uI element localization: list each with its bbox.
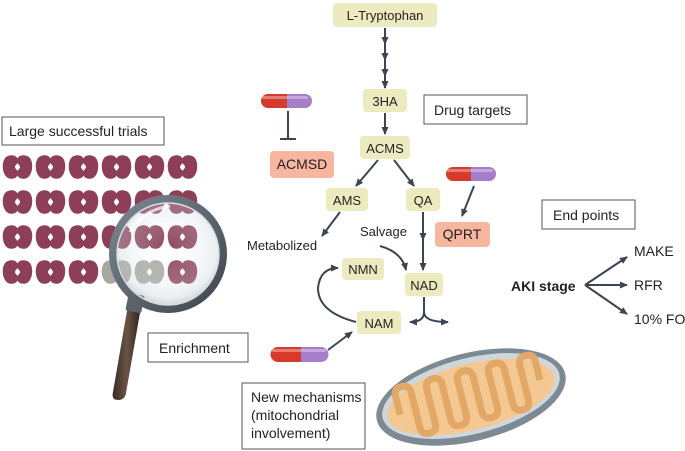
endpoint-make: MAKE: [634, 243, 674, 259]
qa-label: QA: [414, 193, 433, 208]
acms-label: ACMS: [366, 141, 404, 156]
kidney-icon: [35, 190, 66, 214]
kidney-icon: [68, 225, 99, 249]
kidney-icon: [35, 260, 66, 284]
pill-icon: [270, 347, 329, 362]
enrichment-box: Enrichment: [147, 332, 249, 363]
end-points-label: End points: [553, 207, 619, 223]
kidney-icon: [134, 155, 165, 179]
node-acms: ACMS: [360, 136, 410, 159]
kidney-icon: [68, 155, 99, 179]
kidney-icon: [101, 155, 132, 179]
endpoint-arrows: [584, 256, 628, 315]
pill-icon: [446, 167, 496, 181]
node-nmn: NMN: [342, 258, 384, 280]
mitochondrion-icon: [376, 348, 566, 446]
kidney-icon: [2, 190, 33, 214]
enrichment-label: Enrichment: [159, 340, 230, 356]
kidney-icon: [2, 260, 33, 284]
acms-branches: [355, 159, 415, 187]
large-trials-label: Large successful trials: [9, 123, 148, 139]
endpoint-fluid-overload: 10% FO: [634, 311, 685, 327]
node-nad: NAD: [405, 273, 443, 296]
kidney-icon: [68, 260, 99, 284]
kidney-icon: [2, 155, 33, 179]
drug-targets-box: Drug targets: [423, 94, 528, 125]
pill-icon: [261, 94, 312, 108]
3ha-label: 3HA: [372, 94, 398, 109]
kidney-icon: [167, 155, 198, 179]
end-points-box: End points: [541, 199, 636, 230]
drug-targets-label: Drug targets: [434, 102, 511, 118]
ams-label: AMS: [333, 193, 362, 208]
salvage-label: Salvage: [360, 224, 407, 239]
nad-label: NAD: [410, 278, 437, 293]
metabolized-label: Metabolized: [247, 238, 317, 253]
node-ams: AMS: [326, 188, 368, 211]
qprt-label: QPRT: [443, 226, 482, 242]
kidney-icon: [68, 190, 99, 214]
new-mechanisms-line1: New mechanisms: [251, 389, 361, 405]
new-mechanisms-line2: (mitochondrial: [251, 407, 339, 423]
tryptophan-label: L-Tryptophan: [347, 8, 424, 23]
acmsd-label: ACMSD: [277, 156, 328, 172]
salvage-loop-arrow: [316, 264, 357, 323]
node-nam: NAM: [357, 311, 401, 334]
aki-stage-label: AKI stage: [511, 278, 576, 294]
nad-outflow: [409, 297, 449, 326]
node-qa: QA: [406, 188, 440, 211]
node-acmsd: ACMSD: [270, 151, 334, 178]
kidney-icon: [2, 225, 33, 249]
nam-label: NAM: [365, 316, 394, 331]
magnifying-glass-icon: [109, 195, 227, 400]
kidney-icon: [101, 190, 132, 214]
inhibition-line: [280, 111, 296, 140]
kidney-icon: [35, 225, 66, 249]
kidney-icon: [35, 155, 66, 179]
large-trials-box: Large successful trials: [1, 116, 165, 146]
endpoint-rfr: RFR: [634, 277, 663, 293]
node-tryptophan: L-Tryptophan: [333, 3, 437, 27]
new-mechanisms-box: New mechanisms (mitochondrial involvemen…: [241, 382, 366, 450]
node-3ha: 3HA: [363, 89, 407, 112]
new-mechanisms-line3: involvement): [251, 425, 330, 441]
nmn-label: NMN: [348, 262, 378, 277]
node-qprt: QPRT: [435, 222, 490, 247]
